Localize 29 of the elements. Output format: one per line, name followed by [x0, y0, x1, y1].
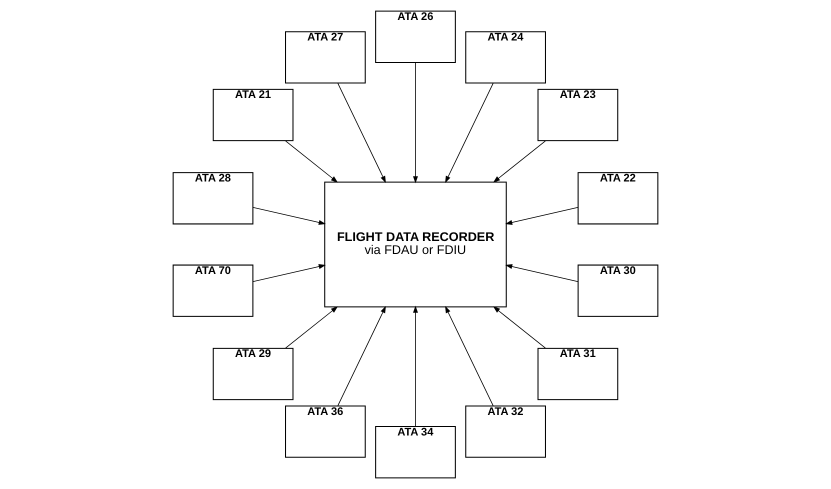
node-box: ATA 22 — [578, 172, 658, 224]
node-box: ATA 70 — [172, 264, 254, 317]
node-box: ATA 36 — [285, 405, 366, 458]
node-box: ATA 31 — [538, 348, 618, 400]
node-box: ATA 23 — [538, 88, 618, 142]
node-box: ATA 24 — [465, 31, 546, 84]
arrow — [252, 207, 326, 225]
arrow — [505, 207, 578, 225]
arrow — [413, 62, 418, 184]
arrow — [505, 264, 578, 282]
arrow — [445, 83, 494, 184]
arrow — [493, 140, 546, 183]
node-box: ATA 21 — [212, 88, 294, 142]
arrow — [285, 306, 338, 348]
arrow — [338, 83, 386, 184]
arrow — [445, 306, 494, 406]
arrow — [413, 306, 418, 427]
node-box: ATA 26 — [375, 10, 456, 63]
node-box: ATA 27 — [285, 31, 366, 84]
arrow — [493, 306, 546, 348]
arrow — [252, 264, 326, 282]
arrow — [285, 140, 338, 183]
node-box: FLIGHT DATA RECORDER via FDAU or FDIU — [324, 182, 507, 308]
node-box: ATA 28 — [172, 172, 254, 224]
node-box: ATA 30 — [578, 264, 658, 317]
node-box: ATA 29 — [212, 348, 294, 400]
node-box: ATA 32 — [465, 405, 546, 458]
node-box: ATA 34 — [375, 426, 456, 478]
arrow — [338, 306, 386, 406]
